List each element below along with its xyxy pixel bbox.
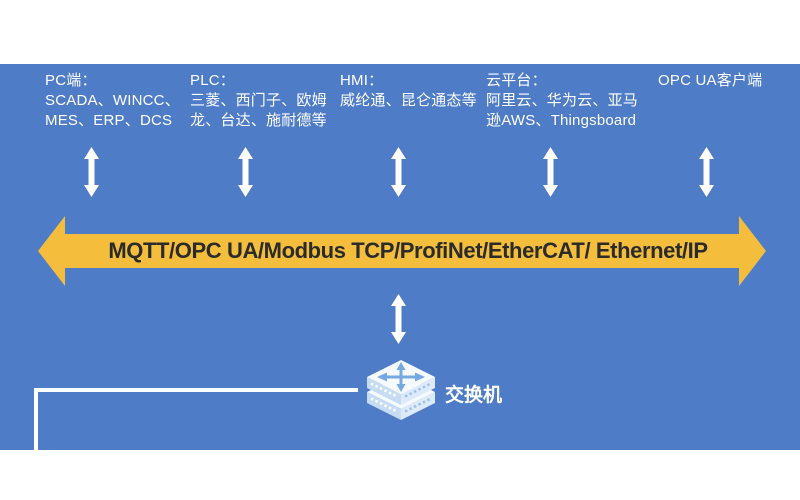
blue-panel: PC端： SCADA、WINCC、 MES、ERP、DCS PLC： 三菱、西门…: [0, 64, 800, 450]
node-hmi-line: 威纶通、昆仑通态等: [340, 92, 477, 109]
node-pc-line: MES、ERP、DCS: [45, 112, 173, 129]
node-hmi-title: HMI：: [340, 72, 384, 89]
node-plc-line: 龙、台达、施耐德等: [190, 112, 327, 129]
network-switch-icon: [364, 358, 438, 428]
updown-arrow-icon: [391, 294, 406, 344]
node-opcua-title: OPC UA客户端: [658, 72, 763, 89]
switch-label: 交换机: [445, 385, 503, 406]
horizontal-double-arrow-icon: [38, 216, 766, 286]
node-pc: PC端： SCADA、WINCC、 MES、ERP、DCS: [45, 71, 180, 131]
node-cloud: 云平台： 阿里云、华为云、亚马 逊AWS、Thingsboard: [486, 71, 638, 131]
node-hmi: HMI： 威纶通、昆仑通态等: [340, 71, 477, 111]
updown-arrow-icon: [543, 147, 558, 197]
updown-arrow-icon: [84, 147, 99, 197]
node-pc-title: PC端：: [45, 72, 97, 89]
updown-arrow-icon: [238, 147, 253, 197]
node-plc: PLC： 三菱、西门子、欧姆 龙、台达、施耐德等: [190, 71, 327, 131]
protocol-bus-arrow: MQTT/OPC UA/Modbus TCP/ProfiNet/EtherCAT…: [38, 215, 766, 287]
protocol-bus-label: MQTT/OPC UA/Modbus TCP/ProfiNet/EtherCAT…: [108, 238, 708, 263]
node-opcua: OPC UA客户端: [658, 71, 762, 91]
node-cloud-title: 云平台：: [486, 72, 547, 89]
connector-line-horizontal: [34, 388, 358, 392]
node-pc-line: SCADA、WINCC、: [45, 92, 180, 109]
updown-arrow-icon: [391, 147, 406, 197]
connector-line-vertical: [34, 388, 38, 450]
node-cloud-line: 逊AWS、Thingsboard: [486, 112, 637, 129]
node-plc-title: PLC：: [190, 72, 235, 89]
updown-arrow-icon: [699, 147, 714, 197]
node-plc-line: 三菱、西门子、欧姆: [190, 92, 327, 109]
node-cloud-line: 阿里云、华为云、亚马: [486, 92, 639, 109]
